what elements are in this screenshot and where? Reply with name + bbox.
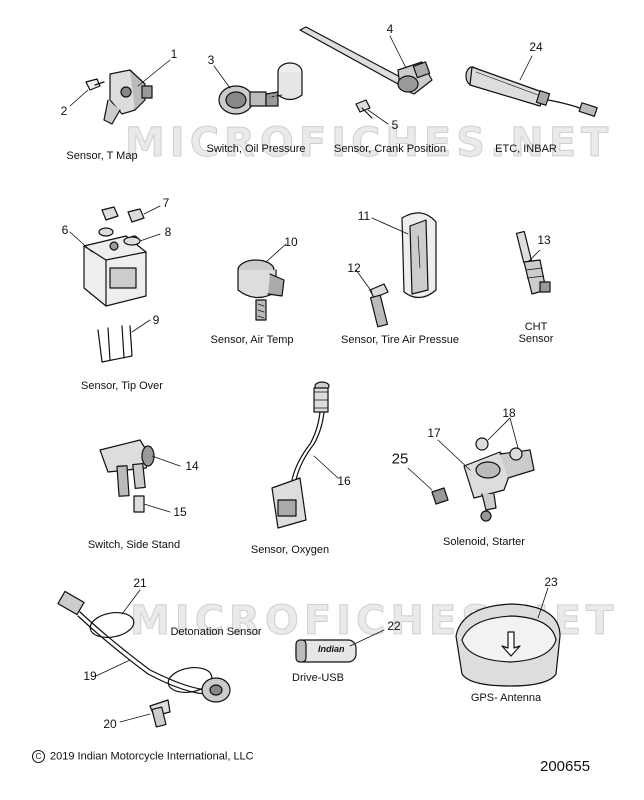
- usb-brand-label: Indian: [318, 644, 345, 654]
- leader-1: [137, 59, 171, 87]
- leader-18a: [487, 417, 511, 441]
- callout-11: 11: [357, 209, 371, 223]
- callout-5: 5: [391, 118, 399, 132]
- usb-drive-part: [295, 639, 357, 663]
- label-cht-line2: Sensor: [518, 333, 554, 345]
- label-switch-side-stand: Switch, Side Stand: [87, 539, 181, 551]
- callout-21: 21: [133, 576, 147, 590]
- callout-6: 6: [61, 223, 69, 237]
- tip-over-sensor-part: [83, 206, 147, 363]
- callout-3: 3: [207, 53, 215, 67]
- callout-1: 1: [170, 47, 178, 61]
- leader-8: [139, 233, 161, 242]
- leader-18b: [509, 417, 519, 449]
- leader-4: [389, 35, 407, 69]
- label-drive-usb: Drive-USB: [292, 672, 344, 684]
- air-temp-sensor-part: [237, 259, 285, 321]
- tire-pressure-sensor-part: [369, 212, 437, 328]
- leader-7: [143, 205, 161, 215]
- callout-12: 12: [347, 261, 361, 275]
- oxygen-sensor-part: [271, 381, 330, 529]
- leader-3: [213, 65, 231, 89]
- label-switch-oil-pressure: Switch, Oil Pressure: [206, 143, 306, 155]
- label-etc-inbar: ETC, INBAR: [495, 143, 557, 155]
- leader-14: [151, 455, 181, 467]
- callout-25: 25: [391, 450, 409, 468]
- leader-15: [143, 503, 171, 513]
- callout-18: 18: [502, 406, 516, 420]
- leader-19: [95, 659, 131, 677]
- copyright-notice: C 2019 Indian Motorcycle International, L…: [32, 750, 254, 763]
- label-detonation-sensor: Detonation Sensor: [170, 626, 262, 638]
- callout-17: 17: [427, 426, 441, 440]
- label-sensor-crank-position: Sensor, Crank Position: [334, 143, 446, 155]
- callout-24: 24: [529, 40, 543, 54]
- label-sensor-air-temp: Sensor, Air Temp: [210, 334, 294, 346]
- callout-23: 23: [544, 575, 558, 589]
- label-cht-line1: CHT: [524, 321, 548, 333]
- watermark-top: MICROFICHES.NET: [124, 120, 614, 167]
- leader-9: [131, 319, 151, 333]
- label-gps-antenna: GPS- Antenna: [470, 692, 542, 704]
- leader-10: [265, 243, 287, 263]
- cht-sensor-part: [515, 230, 551, 295]
- callout-4: 4: [386, 22, 394, 36]
- side-stand-switch-part: [99, 439, 155, 513]
- oil-pressure-switch-part: [218, 62, 303, 115]
- leader-16: [313, 455, 339, 479]
- gps-antenna-part: [455, 603, 561, 687]
- callout-7: 7: [162, 196, 170, 210]
- leader-17: [437, 439, 471, 471]
- leader-5: [367, 109, 389, 125]
- label-solenoid-starter: Solenoid, Starter: [443, 536, 525, 548]
- label-sensor-t-map: Sensor, T Map: [66, 150, 138, 162]
- callout-9: 9: [152, 313, 160, 327]
- callout-2: 2: [60, 104, 68, 118]
- label-sensor-tip-over: Sensor, Tip Over: [81, 380, 163, 392]
- callout-15: 15: [173, 505, 187, 519]
- callout-10: 10: [284, 235, 298, 249]
- leader-22: [349, 629, 385, 647]
- callout-13: 13: [537, 233, 551, 247]
- copyright-symbol: C: [32, 750, 45, 763]
- crank-position-sensor-part: [299, 26, 433, 119]
- detonation-sensor-part: [57, 590, 231, 728]
- etc-inbar-part: [465, 66, 598, 117]
- label-sensor-oxygen: Sensor, Oxygen: [250, 544, 330, 556]
- leader-13: [527, 249, 541, 263]
- callout-16: 16: [337, 474, 351, 488]
- figure-number: 200655: [540, 758, 591, 775]
- callout-20: 20: [103, 717, 117, 731]
- label-sensor-tire-air-pressue: Sensor, Tire Air Pressue: [341, 334, 459, 346]
- leader-6: [69, 231, 93, 253]
- leader-12: [355, 269, 373, 293]
- leader-20: [119, 713, 151, 723]
- callout-14: 14: [185, 459, 199, 473]
- callout-19: 19: [83, 669, 97, 683]
- callout-8: 8: [164, 225, 172, 239]
- copyright-text: 2019 Indian Motorcycle International, LL…: [50, 750, 254, 763]
- leader-2: [69, 89, 89, 107]
- t-map-sensor-part: [85, 69, 153, 125]
- leader-24: [519, 55, 533, 81]
- leader-23: [537, 587, 549, 619]
- callout-22: 22: [387, 619, 401, 633]
- leader-21: [121, 589, 141, 615]
- leader-11: [371, 217, 409, 235]
- starter-solenoid-part: [431, 437, 535, 522]
- leader-25: [407, 467, 433, 491]
